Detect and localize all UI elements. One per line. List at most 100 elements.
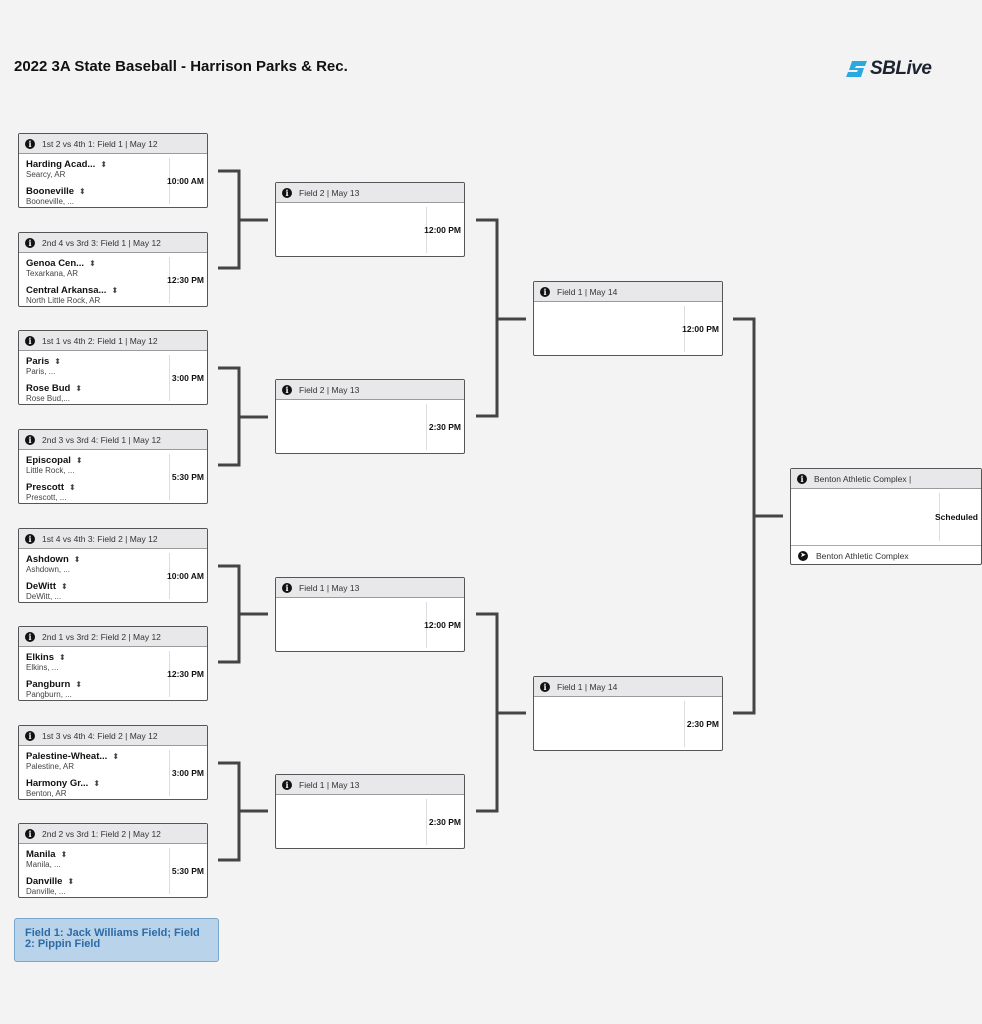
team-name: Episcopal [26, 455, 71, 466]
game-time: 12:30 PM [167, 275, 204, 285]
game-time: 5:30 PM [171, 472, 204, 482]
team-away[interactable]: Rose Bud⬍Rose Bud,... [26, 383, 171, 404]
info-icon[interactable]: i [25, 335, 35, 346]
sblive-logo[interactable]: SBLive [846, 58, 932, 80]
team-home[interactable]: Genoa Cen...⬍Texarkana, AR [26, 259, 171, 279]
sblive-logo-icon [846, 61, 867, 77]
field-legend: Field 1: Jack Williams Field; Field 2: P… [14, 918, 219, 962]
team-location: DeWitt, ... [26, 592, 62, 601]
sort-icon[interactable]: ⬍ [111, 286, 119, 295]
game-time: 12:00 PM [682, 324, 719, 334]
sort-icon[interactable]: ⬍ [61, 582, 68, 591]
info-icon[interactable]: i [25, 631, 35, 642]
team-away[interactable]: Pangburn⬍Pangburn, ... [26, 680, 171, 700]
info-icon[interactable]: i [797, 473, 807, 484]
team-location: Benton, AR [26, 789, 67, 798]
team-home[interactable]: Ashdown⬍Ashdown, ... [26, 555, 171, 575]
venue-link[interactable]: ➤Benton Athletic Complex [791, 546, 981, 566]
sort-icon[interactable]: ⬍ [69, 483, 76, 492]
team-away[interactable]: Booneville⬍Booneville, ... [26, 187, 171, 207]
divider [426, 207, 427, 253]
sort-icon[interactable]: ⬍ [112, 752, 120, 761]
game-time: 12:30 PM [167, 669, 204, 679]
game-time: 3:00 PM [171, 768, 204, 778]
info-icon[interactable]: i [540, 286, 550, 297]
team-away[interactable]: Prescott⬍Prescott, ... [26, 483, 171, 503]
team-home[interactable]: Palestine-Wheat...⬍Palestine, AR [26, 751, 171, 772]
info-icon[interactable]: i [25, 533, 35, 544]
info-icon[interactable]: i [540, 681, 550, 692]
team-away[interactable]: Central Arkansa...⬍North Little Rock, AR [26, 286, 171, 306]
team-home[interactable]: Episcopal ⬍Little Rock, ... [26, 455, 171, 476]
sort-icon[interactable]: ⬍ [60, 850, 68, 859]
team-away[interactable]: Danville⬍Danville, ... [26, 877, 171, 897]
team-home[interactable]: Harding Acad...⬍Searcy, AR [26, 160, 171, 180]
info-icon[interactable]: i [282, 187, 292, 198]
sort-icon[interactable]: ⬍ [79, 187, 86, 196]
team-name: Harmony Gr... [26, 778, 89, 789]
sort-icon[interactable]: ⬍ [89, 259, 96, 268]
game-time: 10:00 AM [166, 571, 204, 581]
sort-icon[interactable]: ⬍ [67, 877, 75, 886]
info-icon[interactable]: i [282, 779, 292, 790]
sort-icon[interactable]: ⬍ [75, 384, 83, 393]
sort-icon[interactable]: ⬍ [73, 555, 81, 564]
divider [169, 257, 170, 303]
game-time: 5:30 PM [171, 866, 204, 876]
team-away[interactable]: DeWitt⬍DeWitt, ... [26, 582, 171, 602]
team-name: Rose Bud [26, 383, 71, 394]
team-home[interactable]: Elkins⬍Elkins, ... [26, 653, 171, 673]
location-arrow-icon: ➤ [798, 551, 808, 561]
team-away[interactable]: Harmony Gr... ⬍ Benton, AR [26, 778, 171, 799]
info-icon[interactable]: i [25, 138, 35, 149]
divider [169, 158, 170, 204]
info-icon[interactable]: i [282, 582, 292, 593]
team-location: Manila, ... [26, 860, 61, 869]
info-icon[interactable]: i [25, 434, 35, 445]
team-location: Searcy, AR [26, 170, 66, 179]
info-icon[interactable]: i [25, 237, 35, 248]
team-home[interactable]: Manila⬍Manila, ... [26, 850, 171, 870]
info-icon[interactable]: i [25, 828, 35, 839]
team-location: Danville, ... [26, 887, 66, 896]
sort-icon[interactable]: ⬍ [100, 160, 108, 169]
sort-icon[interactable]: ⬍ [54, 357, 61, 366]
game-time: 2:30 PM [428, 422, 461, 432]
team-location: Little Rock, ... [26, 466, 75, 475]
team-name: Palestine-Wheat... [26, 751, 108, 762]
team-location: Paris, ... [26, 367, 56, 376]
info-icon[interactable]: i [25, 730, 35, 741]
team-location: North Little Rock, AR [26, 296, 101, 305]
divider [684, 701, 685, 747]
info-icon[interactable]: i [282, 384, 292, 395]
sort-icon[interactable]: ⬍ [59, 653, 66, 662]
sort-icon[interactable]: ⬍ [75, 680, 83, 689]
sort-icon[interactable]: ⬍ [75, 456, 83, 465]
team-home[interactable]: Paris⬍Paris, ... [26, 357, 171, 377]
sort-icon[interactable]: ⬍ [93, 779, 101, 788]
